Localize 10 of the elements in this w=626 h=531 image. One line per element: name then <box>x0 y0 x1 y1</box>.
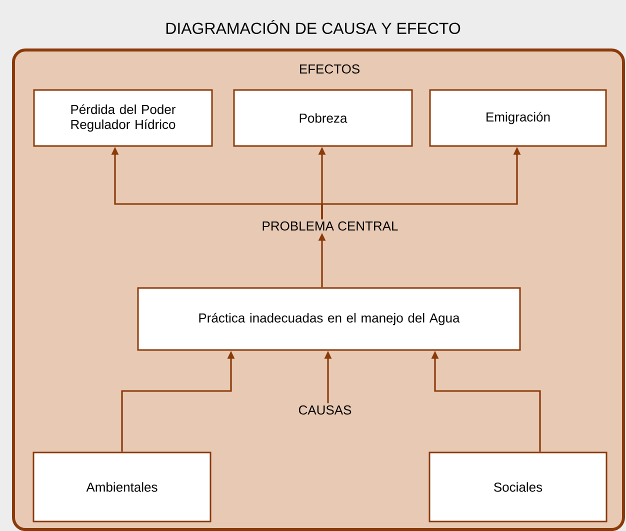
cause-box: Sociales <box>428 452 608 522</box>
section-heading: CAUSAS <box>298 405 352 415</box>
diagram-title: DIAGRAMACIÓN DE CAUSA Y EFECTO <box>166 20 460 34</box>
section-heading: PROBLEMA CENTRAL <box>262 221 398 231</box>
panel-heading: EFECTOS <box>300 64 360 74</box>
effect-box: Emigración <box>429 89 607 147</box>
problem-box: Práctica inadecuadas en el manejo del Agua <box>137 287 521 351</box>
effect-box: Pérdida del Poder Regulador Hídrico <box>33 89 213 147</box>
effect-box: Pobreza <box>233 89 413 147</box>
cause-box: Ambientales <box>32 452 212 522</box>
